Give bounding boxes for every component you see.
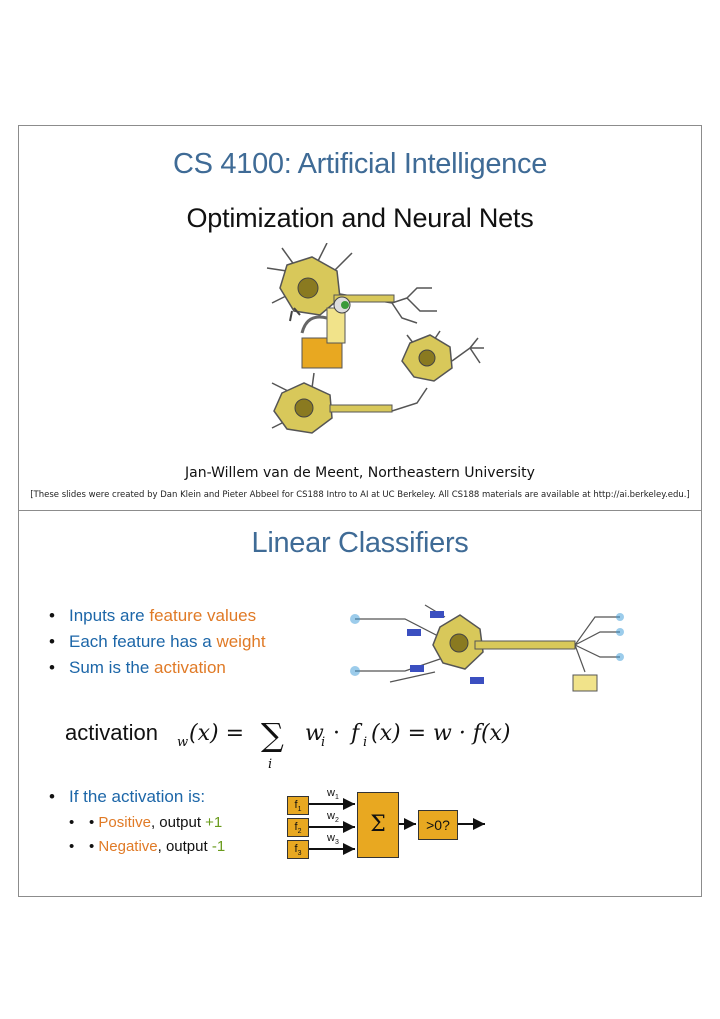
svg-text:∑: ∑ (261, 716, 284, 754)
svg-text:w: w (177, 735, 188, 750)
svg-text:activation: activation (65, 720, 158, 745)
list-item: Sum is the activation (49, 655, 266, 681)
svg-text:(x) = w · f(x): (x) = w · f(x) (371, 721, 511, 746)
list-item: Each feature has a weight (49, 629, 266, 655)
svg-text:f: f (349, 721, 363, 746)
list-item: Inputs are feature values (49, 603, 266, 629)
lecture-subtitle: Optimization and Neural Nets (186, 203, 534, 233)
credit-note: [These slides were created by Dan Klein … (30, 490, 690, 500)
activation-formula: activation w (x) = ∑ i w i · f i (x) = w… (65, 716, 511, 772)
author-line: Jan-Willem van de Meent, Northeastern Un… (185, 465, 535, 481)
slide-linear-classifiers: Linear Classifiers Inputs are feature va… (18, 510, 702, 897)
feature-box-f1: f1 (287, 796, 309, 815)
weight-label-w3: w3 (327, 832, 339, 847)
svg-text:i: i (268, 757, 272, 772)
weight-label-w1: w1 (327, 787, 339, 802)
list-item: If the activation is: • Positive, output… (49, 785, 225, 859)
list-item: • Positive, output +1 (69, 811, 225, 835)
perceptron-diagram: f1 f2 f3 w1 w2 w3 Σ >0? (287, 787, 492, 859)
svg-text:i: i (321, 735, 325, 750)
threshold-box: >0? (418, 810, 458, 840)
course-title: CS 4100: Artificial Intelligence (172, 148, 548, 180)
diagram-arrows (309, 798, 485, 855)
feature-bullets: Inputs are feature values Each feature h… (49, 603, 266, 681)
neuron-with-inputs-illustration (350, 604, 624, 692)
neurons-with-robot-illustration (266, 243, 484, 434)
feature-box-f2: f2 (287, 818, 309, 837)
svg-text:(x) =: (x) = (189, 721, 244, 746)
svg-text:w: w (305, 721, 324, 746)
list-item: • Negative, output -1 (69, 835, 225, 859)
weight-label-w2: w2 (327, 810, 339, 825)
activation-bullets: If the activation is: • Positive, output… (49, 785, 225, 859)
svg-text:i: i (363, 735, 367, 750)
slide-title: Linear Classifiers (251, 527, 469, 559)
robot-figure (289, 296, 351, 369)
feature-box-f3: f3 (287, 840, 309, 859)
sum-box: Σ (357, 792, 399, 858)
svg-text:·: · (333, 721, 340, 746)
slide-title: CS 4100: Artificial Intelligence Optimiz… (18, 125, 702, 512)
